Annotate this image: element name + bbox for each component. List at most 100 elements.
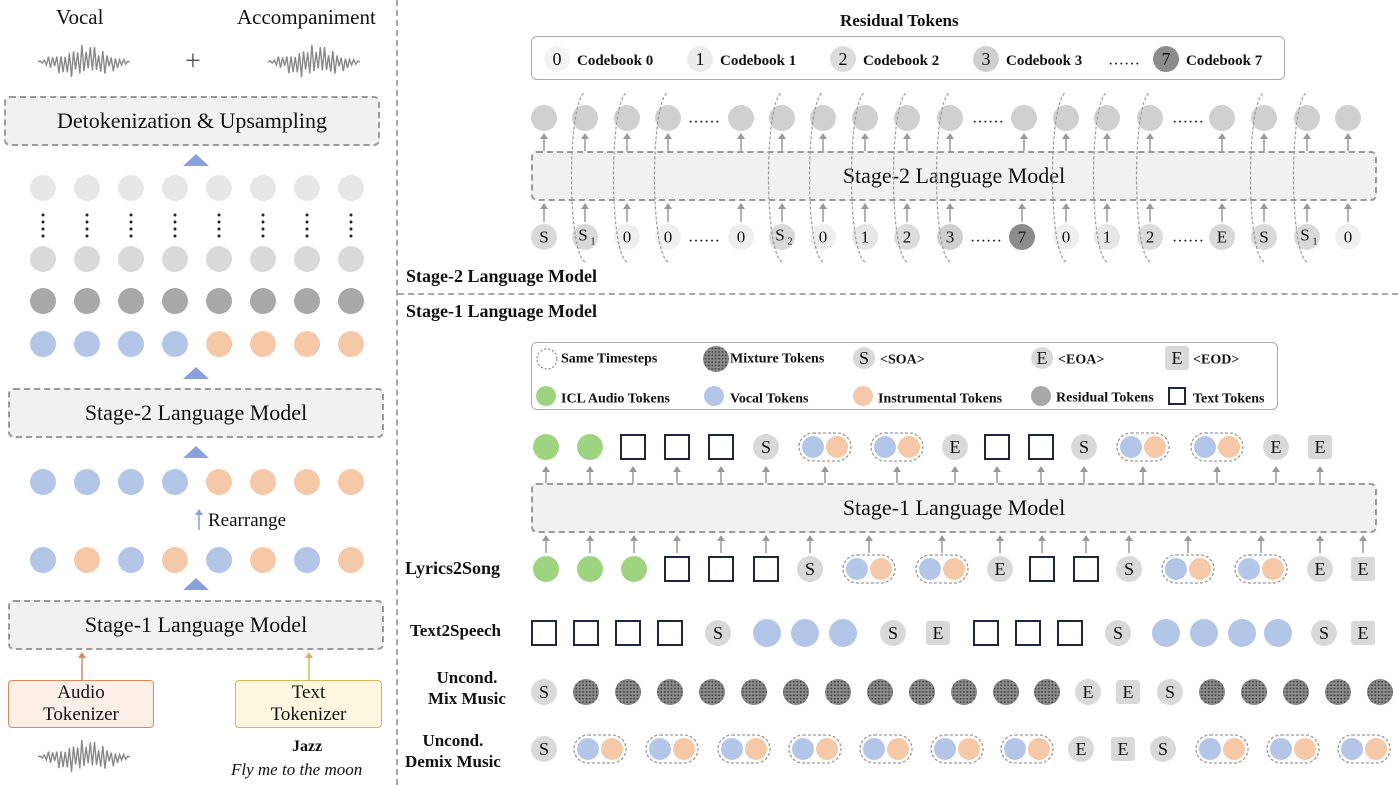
stage2-input-ellipsis: …… [970,229,1002,246]
stage2-input-token [1294,224,1320,250]
codebook-mid-token [338,246,364,272]
stage2-output-ellipsis: …… [972,110,1004,127]
stage2-input-letter: 0 [1062,228,1071,247]
vocal-token [649,738,671,760]
stage2-input-arrow-head [1018,203,1026,209]
codebook-mid-token [206,246,232,272]
eoa-token [1068,736,1094,762]
stage2-output-ellipsis: …… [1172,110,1204,127]
codebook-top-token [74,175,100,201]
text-token [620,434,646,460]
eoa-token-letter: E [1315,559,1326,579]
instrumental-token [887,738,909,760]
dependency-loop [850,91,866,263]
stage2-input-arrow-head [1218,203,1226,209]
text-tokenizer-line1: Text [291,682,326,703]
stage1-input-arrow-head [673,535,681,541]
eod-token-letter: E [1123,682,1134,702]
codebook-top-token [118,175,144,201]
text-token [657,620,683,646]
stage2-input-arrow-head [664,203,672,209]
codebook-top-token [338,175,364,201]
vocal-token [934,738,956,760]
eoa-token [942,434,968,460]
dependency-loop [935,91,951,263]
vertical-dots [349,234,353,238]
eod-token-letter: E [1315,437,1326,457]
task-text2speech: Text2Speech [410,621,501,640]
soa-token-letter: S [761,437,771,457]
legend-eod [1165,346,1189,370]
stage1-output-arrow-head [586,466,594,472]
stage1-input-arrow-head [1257,535,1265,541]
task-mix-line2: Mix Music [428,689,506,708]
dependency-loop [1135,91,1151,263]
stage2-output-arrow-head [1344,133,1352,139]
legend-text-square [1168,387,1186,405]
eod-token [1351,621,1375,645]
stage2-input-letter: 0 [737,228,746,247]
rearrange-arrow-head [195,509,203,515]
dependency-loop [570,91,586,263]
vertical-dots [41,213,45,217]
stage2-input-arrow-head [1344,203,1352,209]
eod-token [1116,680,1140,704]
soa-token-letter: S [539,682,549,702]
dependency-loop [767,91,783,263]
stage1-output-arrow-head [821,466,829,472]
stage2-input-letter: 1 [861,228,870,247]
vertical-dots [349,213,353,217]
stage1-output-token [294,547,320,573]
text-tokenizer-line2: Tokenizer [270,704,347,725]
detokenization-box: Detokenization & Upsampling [4,96,380,146]
legend-same-timesteps: Same Timesteps [561,352,658,367]
audio-tokenizer-box: Audio Tokenizer [8,680,154,728]
codebook-legend-num: 7 [1162,49,1171,69]
vertical-dots [85,227,89,231]
vertical-dots [217,220,221,224]
stage2-output-ellipsis: …… [688,110,720,127]
stage2-input-token [338,469,364,495]
stage1-input-arrow-head [938,535,946,541]
vertical-dots [217,234,221,238]
stage1-output-token [74,547,100,573]
stage2-output-arrow-head [1020,133,1028,139]
vocal-token [577,738,599,760]
vocal-waveform [37,45,131,77]
soa-token-letter: S [539,739,549,759]
audio-tokenizer-line2: Tokenizer [43,704,119,725]
stage1-input-arrow-head [806,535,814,541]
instrumental-token [601,738,623,760]
stage2-output-token [206,331,232,357]
soa-token-letter: S [1165,682,1175,702]
eod-token-letter: E [933,623,944,643]
stage1-input-arrow-head [1082,535,1090,541]
legend-soa-letter: S [859,348,869,368]
vocal-token [1341,738,1363,760]
soa-token-letter: S [1158,739,1168,759]
plus-sign: + [185,46,201,77]
stage2-input-letter: 1 [1103,228,1112,247]
legend-instrumental: Instrumental Tokens [878,392,1003,407]
vertical-dots [261,220,265,224]
residual-tokens-title: Residual Tokens [840,11,959,30]
stage2-input-token [74,469,100,495]
stage1-output-token [118,547,144,573]
vocal-token [863,738,885,760]
instrumental-token [943,558,965,580]
stage1-input-arrow-head [1184,535,1192,541]
stage1-box-left: Stage-1 Language Model [8,600,384,650]
stage2-output-token [1094,105,1120,131]
stage2-output-arrow-head [623,133,631,139]
stage2-output-arrow-head [819,133,827,139]
codebook-legend-num: 3 [982,49,991,69]
eod-token [926,621,950,645]
vocal-token [1165,558,1187,580]
genre-label: Jazz [292,738,323,755]
vertical-dots [349,220,353,224]
stage2-arrow-bottom [183,446,209,458]
eoa-token-letter: E [1083,682,1094,702]
vocal-token [1228,619,1256,647]
codebook-legend-circle [687,46,713,72]
stage2-input-arrow-head [778,203,786,209]
